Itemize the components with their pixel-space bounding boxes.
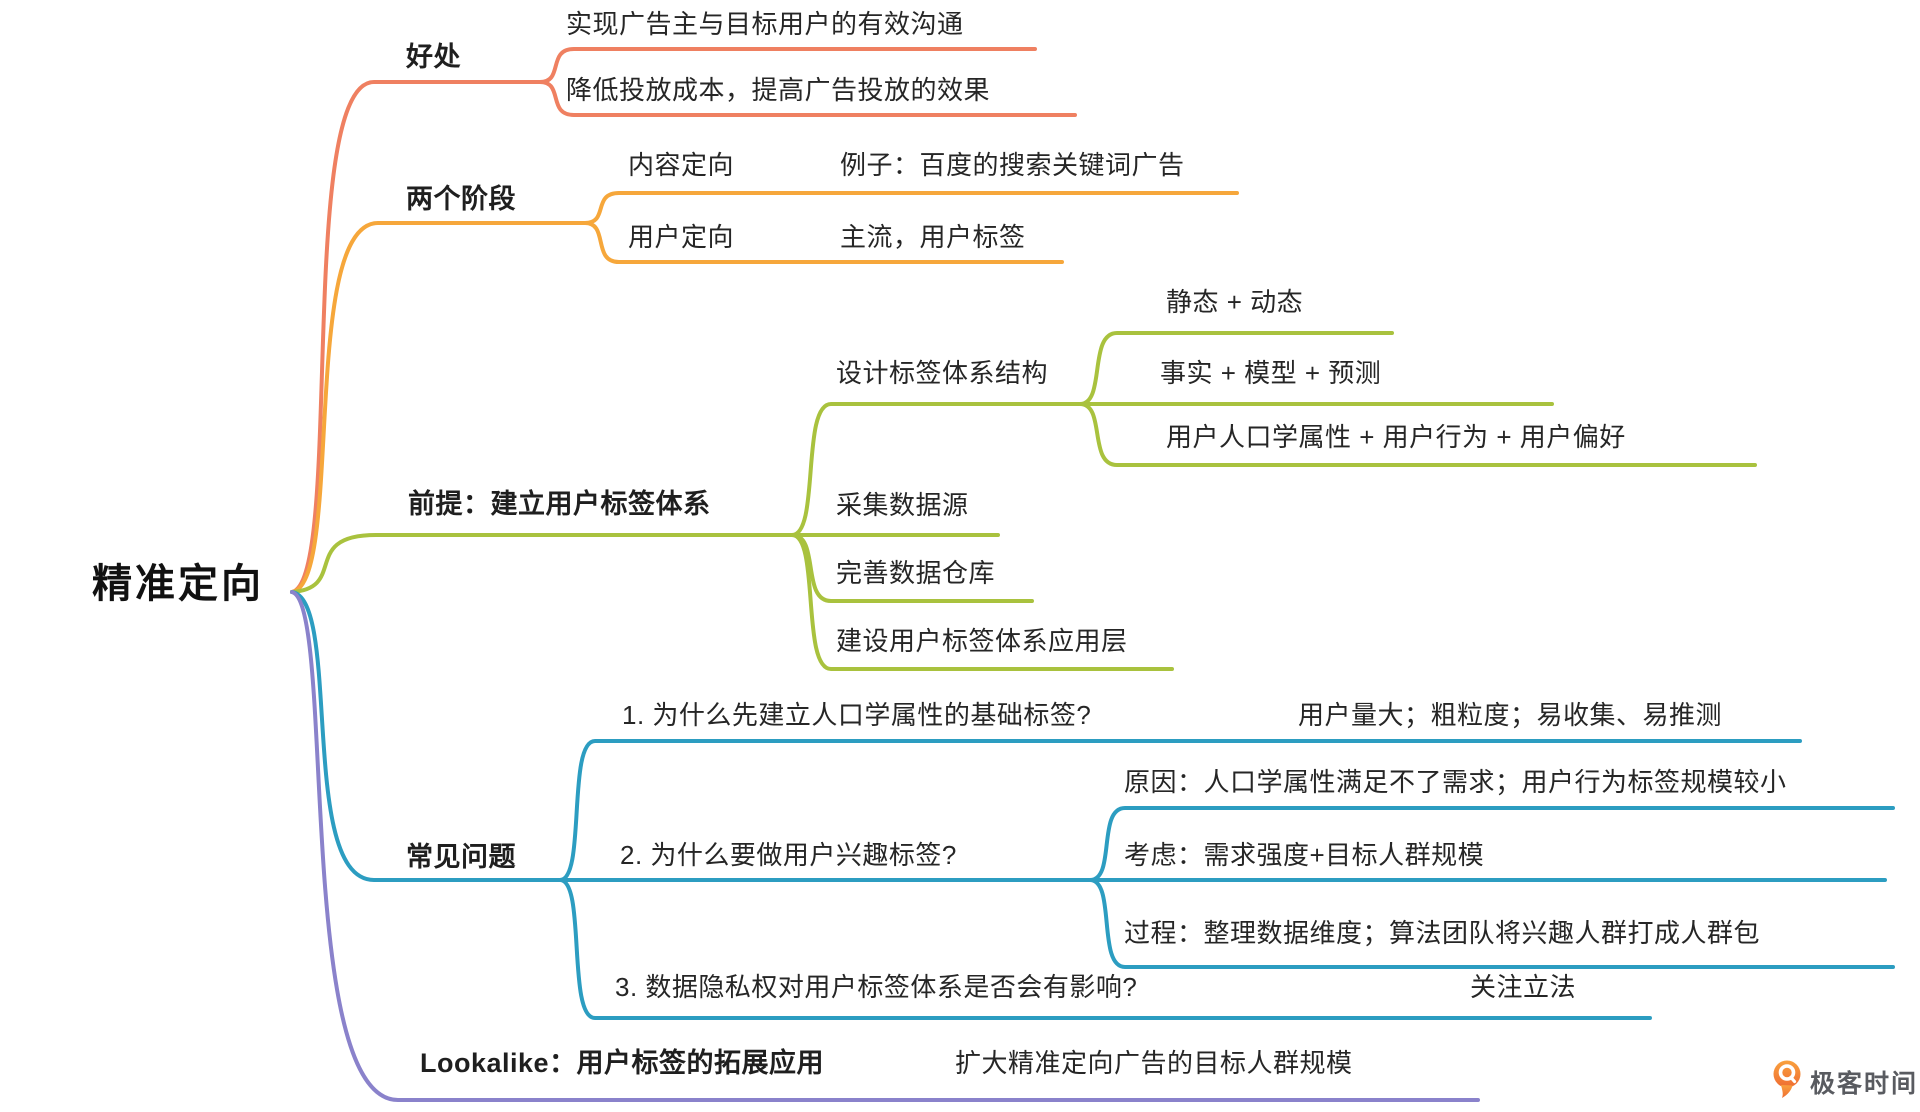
faq-q2-consider: 考虑：需求强度+目标人群规模 (1124, 840, 1485, 870)
branch-q1-row (558, 739, 1802, 882)
branch-stages-child-1 (583, 221, 1064, 264)
faq-label: 常见问题 (406, 842, 516, 872)
branch-lookalike-trunk (290, 590, 1480, 1102)
branch-benefits-trunk (290, 80, 542, 594)
faq-q3-label: 3. 数据隐私权对用户标签体系是否会有影响? (615, 972, 1138, 1002)
design-item-1: 事实 + 模型 + 预测 (1160, 358, 1382, 388)
faq-q1-label: 1. 为什么先建立人口学属性的基础标签? (622, 700, 1092, 730)
faq-q2-label: 2. 为什么要做用户兴趣标签? (620, 840, 957, 870)
lookalike-label: Lookalike：用户标签的拓展应用 (420, 1048, 825, 1078)
branch-design-row (790, 402, 1554, 537)
branch-design-child-2 (1078, 402, 1757, 467)
prerequisite-label: 前提：建立用户标签体系 (408, 489, 711, 519)
root-node: 精准定向 (92, 562, 264, 606)
branch-q3-row (558, 878, 1652, 1020)
design-item-2: 用户人口学属性 + 用户行为 + 用户偏好 (1166, 422, 1626, 452)
step-data-warehouse: 完善数据仓库 (836, 558, 996, 588)
geektime-logo-icon (1773, 1060, 1801, 1098)
benefits-item-1: 降低投放成本，提高广告投放的效果 (566, 75, 991, 105)
stages-item-1-label: 用户定向 (628, 222, 735, 252)
design-item-0: 静态 + 动态 (1166, 287, 1304, 317)
branch-stages-trunk (290, 221, 587, 594)
branch-prerequisite-trunk (290, 533, 1000, 594)
stages-item-0-note: 例子：百度的搜索关键词广告 (840, 150, 1185, 180)
step-application-layer: 建设用户标签体系应用层 (836, 626, 1128, 656)
faq-q2-process: 过程：整理数据维度；算法团队将兴趣人群打成人群包 (1124, 918, 1761, 948)
step-collect-data: 采集数据源 (836, 490, 969, 520)
benefits-label: 好处 (406, 42, 461, 72)
stages-label: 两个阶段 (406, 184, 516, 214)
branch-faq-trunk (290, 590, 1887, 882)
lookalike-note: 扩大精准定向广告的目标人群规模 (955, 1048, 1353, 1078)
geektime-brand-text: 极客时间 (1810, 1070, 1919, 1098)
branch-stages-child-0 (583, 191, 1239, 225)
faq-q2-reason: 原因：人口学属性满足不了需求；用户行为标签规模较小 (1124, 767, 1787, 797)
stages-item-0-label: 内容定向 (628, 150, 735, 180)
branch-application-row (790, 533, 1174, 671)
branch-benefits-child-1 (538, 80, 1077, 117)
branch-design-child-0 (1078, 331, 1394, 406)
benefits-item-0: 实现广告主与目标用户的有效沟通 (566, 9, 964, 39)
faq-q3-answer: 关注立法 (1470, 972, 1577, 1002)
faq-q1-answer: 用户量大；粗粒度；易收集、易推测 (1298, 700, 1723, 730)
branch-benefits-child-0 (538, 47, 1037, 84)
branch-q2-child-0 (1088, 806, 1895, 882)
stages-item-1-note: 主流，用户标签 (840, 222, 1026, 252)
branch-q2-child-2 (1088, 878, 1895, 969)
design-label: 设计标签体系结构 (836, 358, 1049, 388)
